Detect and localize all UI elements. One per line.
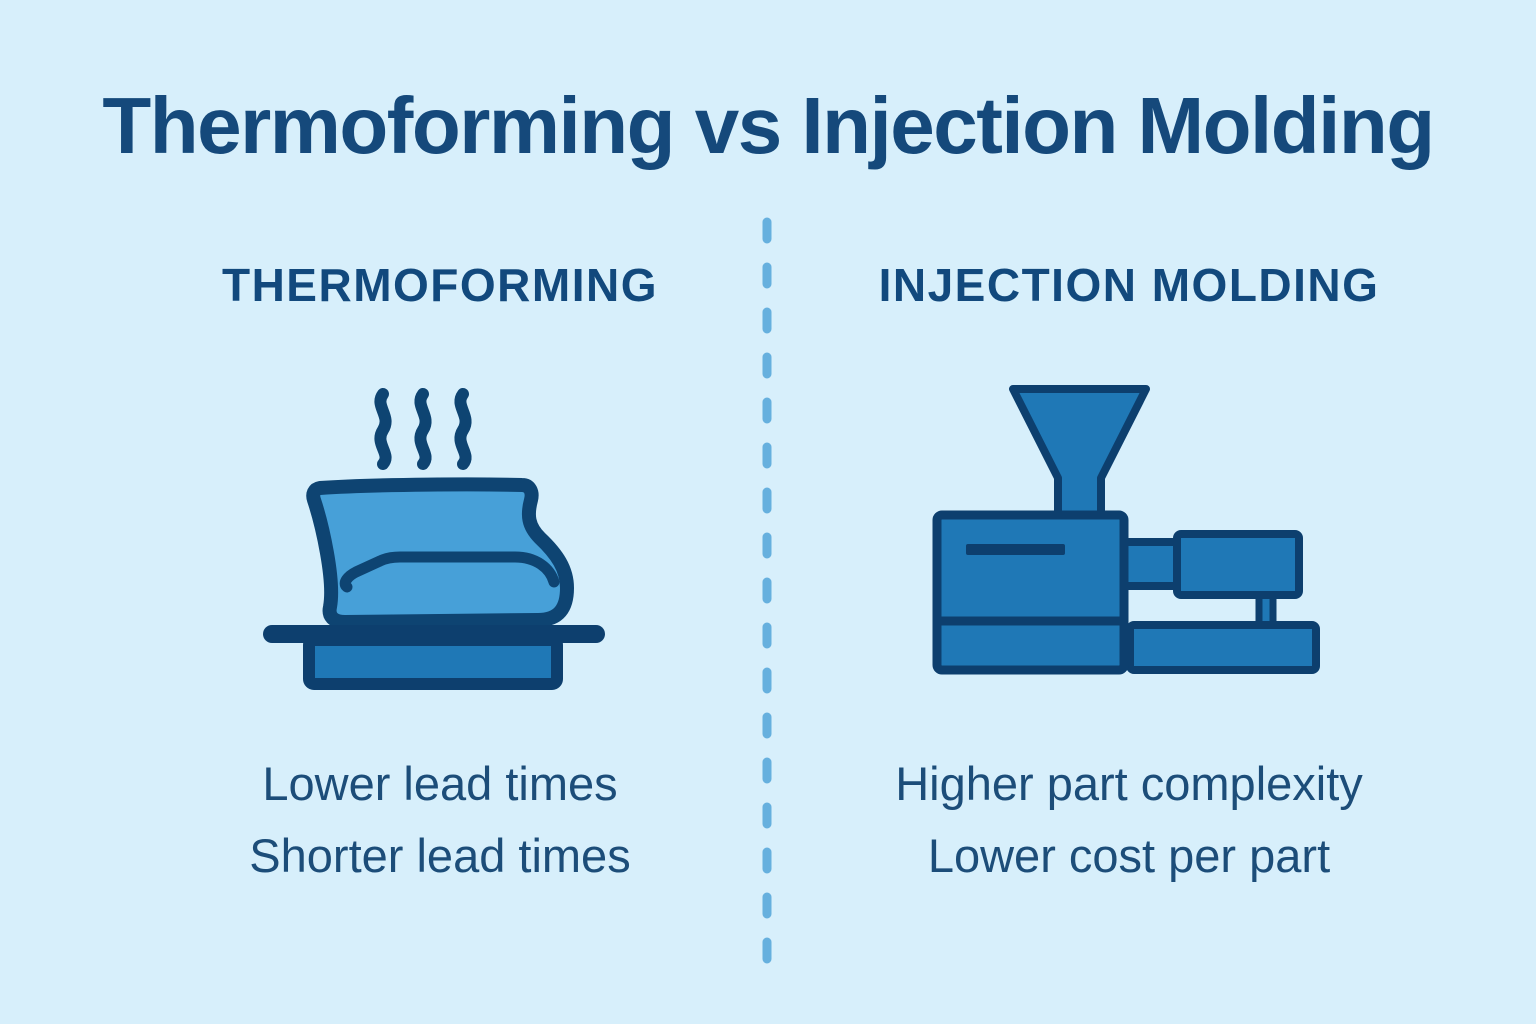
thermoforming-heading: THERMOFORMING <box>221 259 658 311</box>
thermoforming-points: Lower lead times Shorter lead times <box>249 748 630 892</box>
heat-waves-icon <box>374 388 472 470</box>
body-slot-line <box>966 544 1065 555</box>
forming-table-bar <box>263 625 605 643</box>
injection-molding-machine-icon <box>932 385 1320 675</box>
injection-molding-column: INJECTION MOLDING <box>768 262 1536 892</box>
point-shorter-lead-times: Shorter lead times <box>249 829 631 882</box>
thermoforming-icon-wrap <box>230 368 650 708</box>
thermoforming-column: THERMOFORMING <box>0 262 768 892</box>
machine-base <box>1126 621 1320 674</box>
point-higher-part-complexity: Higher part complexity <box>895 757 1363 810</box>
page-title: Thermoforming vs Injection Molding <box>102 81 1435 170</box>
dashed-divider <box>762 217 772 973</box>
point-lower-cost-per-part: Lower cost per part <box>927 829 1331 882</box>
barrel-connector <box>1120 538 1182 590</box>
machine-body <box>932 510 1129 675</box>
point-lower-lead-times: Lower lead times <box>262 757 618 810</box>
thermoforming-heated-sheet-icon <box>263 388 605 690</box>
comparison-columns: THERMOFORMING <box>0 262 1536 892</box>
injection-molding-heading: INJECTION MOLDING <box>878 259 1380 311</box>
mold-box <box>303 634 563 690</box>
clamp-unit-block <box>1173 530 1303 599</box>
injection-molding-points: Higher part complexity Lower cost per pa… <box>895 748 1363 892</box>
hopper-funnel-icon <box>1009 385 1150 520</box>
forming-line <box>339 551 560 593</box>
injection-molding-icon-wrap <box>904 368 1354 708</box>
